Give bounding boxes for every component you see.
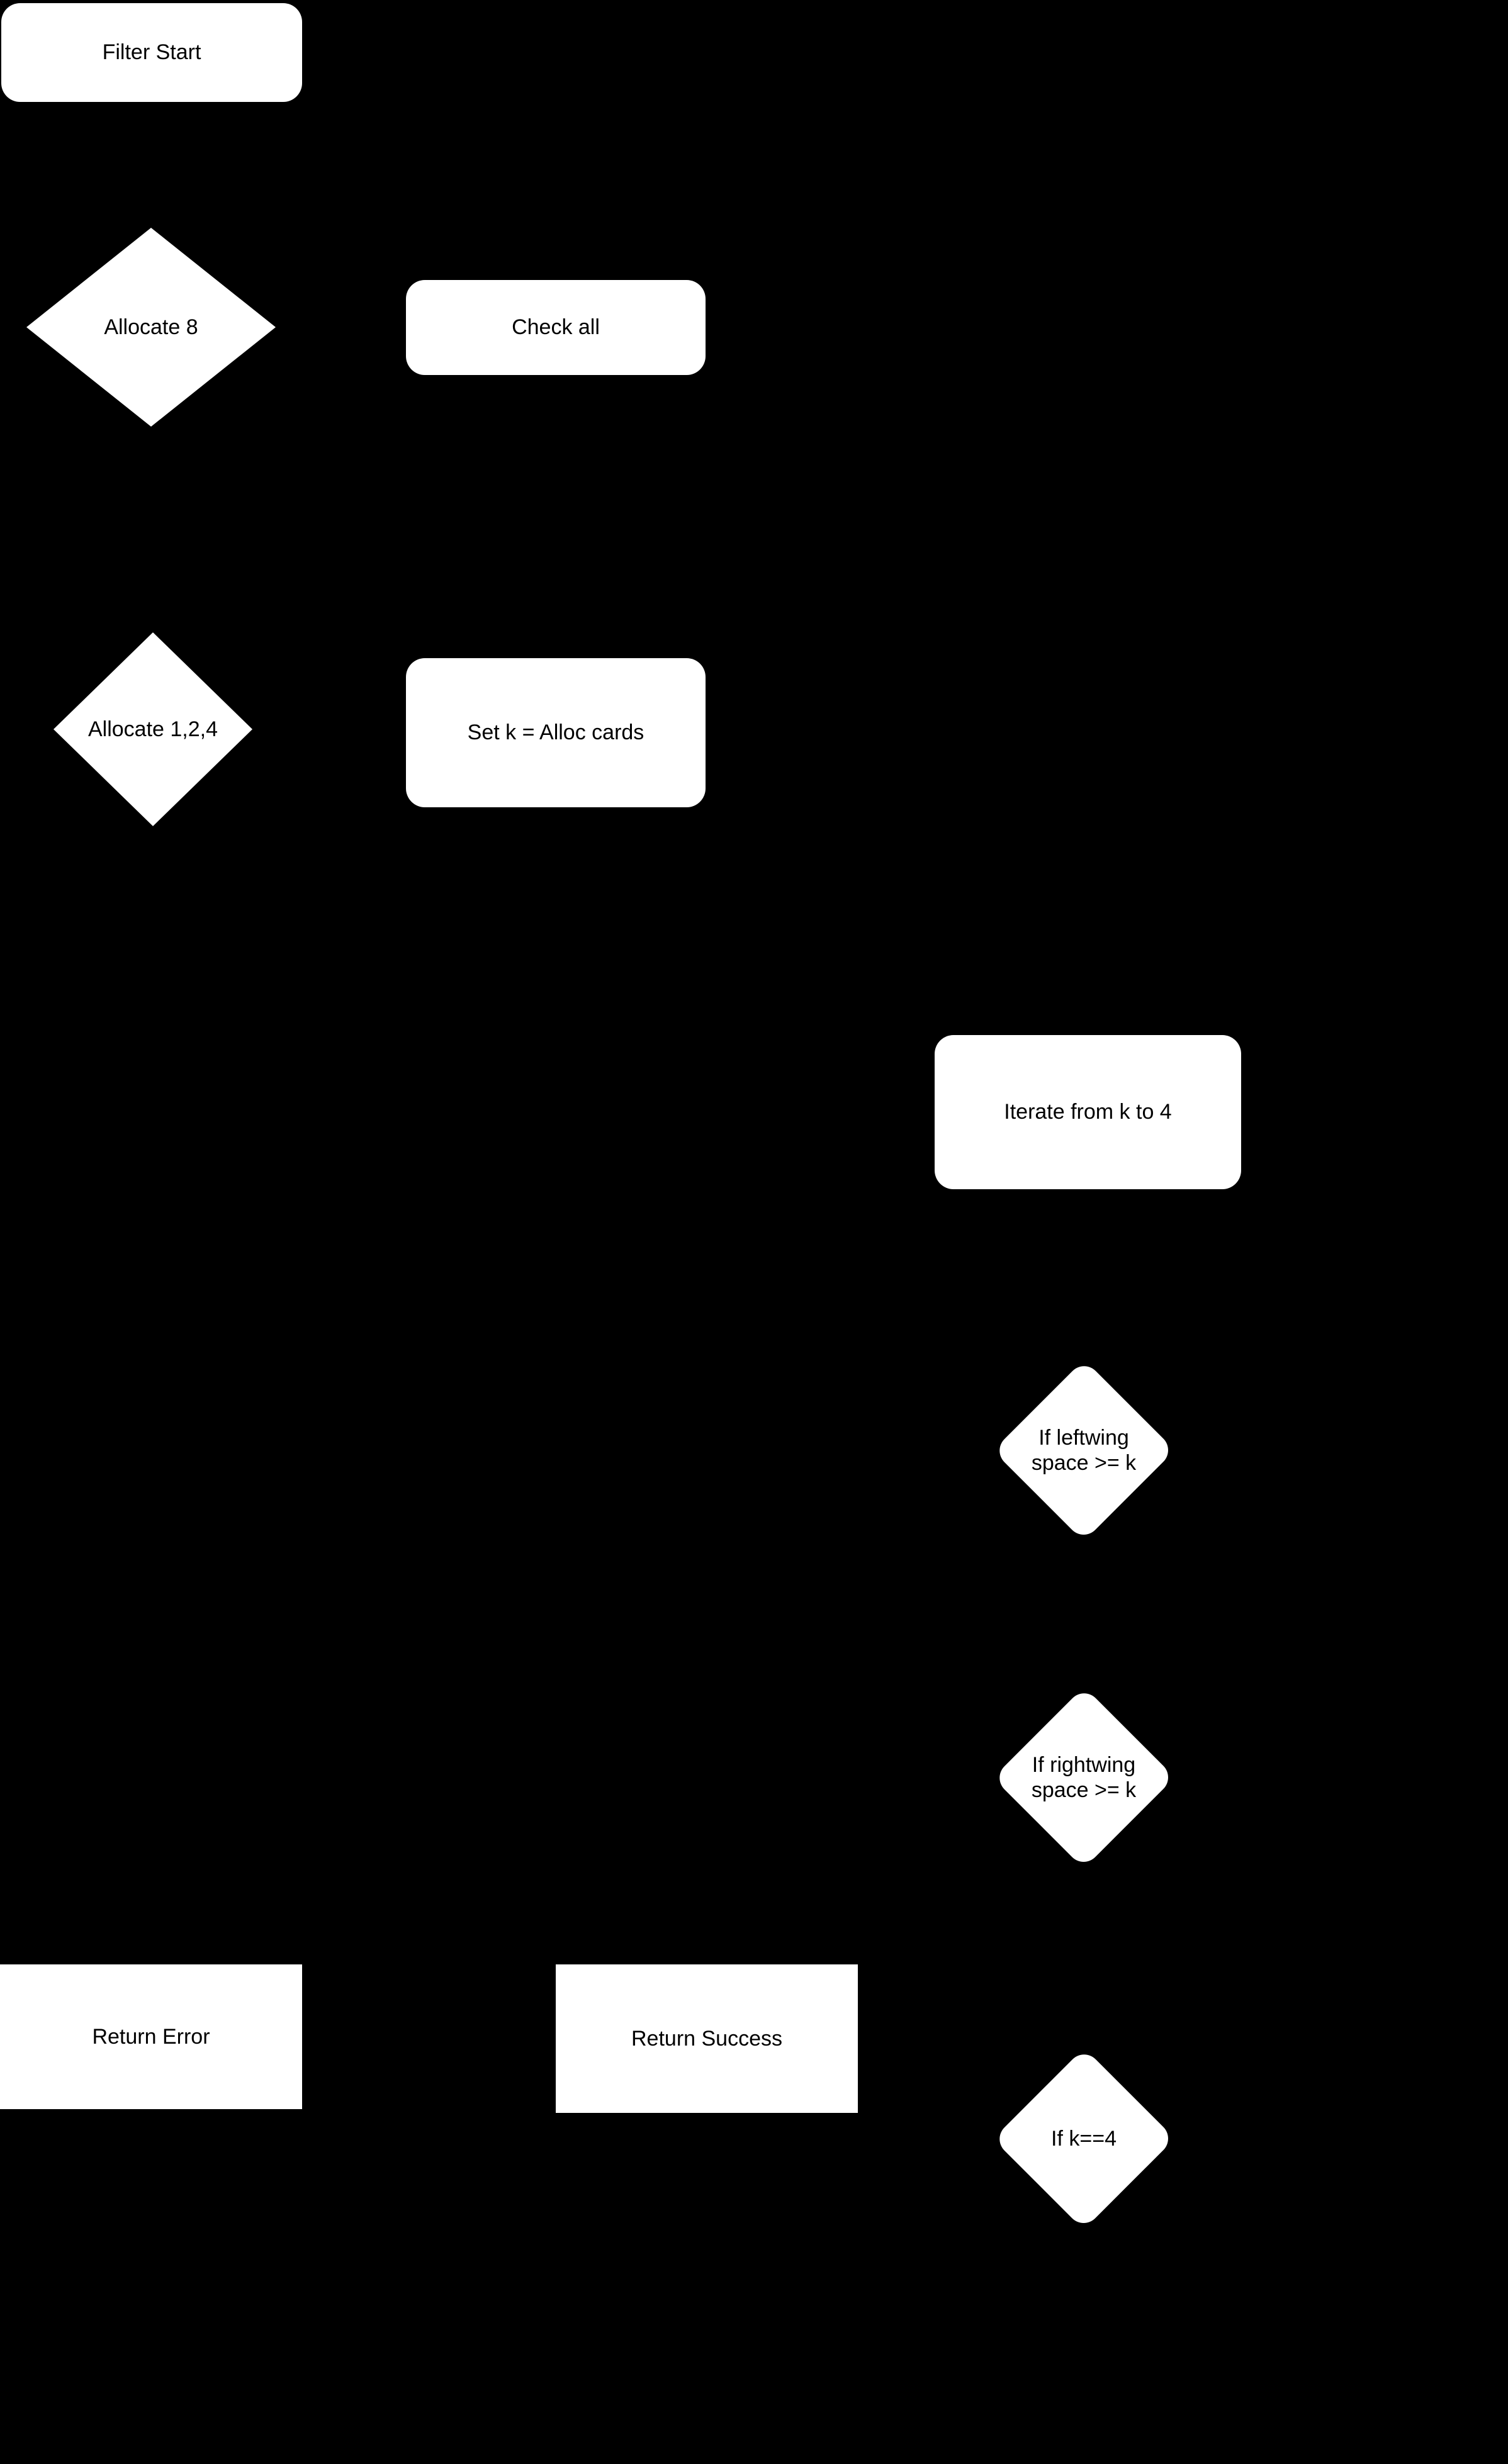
flow-node-allocate-124[interactable]: Allocate 1,2,4 (53, 632, 252, 826)
flow-node-label-filter-start: Filter Start (102, 40, 201, 65)
flow-node-label-iterate-k-to-4: Iterate from k to 4 (1004, 1100, 1172, 1124)
flow-node-check-all[interactable]: Check all (406, 280, 706, 375)
flow-node-iterate-k-to-4[interactable]: Iterate from k to 4 (935, 1035, 1241, 1189)
flow-node-label-if-leftwing-space: If leftwing space >= k (1031, 1425, 1137, 1475)
flow-node-if-rightwing-space[interactable]: If rightwing space >= k (993, 1686, 1174, 1869)
flow-node-label-allocate-124: Allocate 1,2,4 (87, 717, 218, 741)
flow-node-filter-start[interactable]: Filter Start (1, 3, 302, 102)
flow-node-label-if-k-equals-4: If k==4 (1051, 2126, 1117, 2151)
flow-node-if-k-equals-4[interactable]: If k==4 (993, 2047, 1174, 2230)
flow-node-label-if-rightwing-space: If rightwing space >= k (1031, 1752, 1137, 1802)
flow-node-label-return-error: Return Error (92, 2024, 210, 2049)
flow-node-return-success[interactable]: Return Success (556, 1964, 858, 2113)
flow-node-set-k[interactable]: Set k = Alloc cards (406, 658, 706, 807)
flow-node-allocate-8[interactable]: Allocate 8 (26, 228, 276, 427)
flow-node-label-return-success: Return Success (631, 2026, 782, 2051)
flow-node-label-check-all: Check all (512, 315, 600, 340)
flow-node-label-set-k: Set k = Alloc cards (467, 720, 644, 745)
flow-node-label-allocate-8: Allocate 8 (104, 315, 198, 339)
flow-node-return-error[interactable]: Return Error (0, 1964, 302, 2109)
flow-node-if-leftwing-space[interactable]: If leftwing space >= k (993, 1359, 1174, 1542)
